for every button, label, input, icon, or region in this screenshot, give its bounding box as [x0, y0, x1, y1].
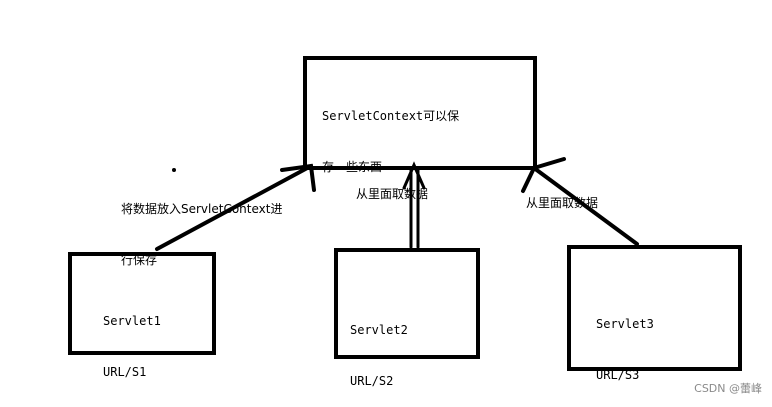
servlet1-label: Servlet1 URL/S1 [103, 279, 161, 398]
servlet1-url: URL/S1 [103, 365, 147, 379]
annotation-read-right: 从里面取数据 [526, 196, 599, 210]
servlet-context-box [303, 56, 537, 170]
arrow-read-right [521, 157, 639, 246]
annotation-store-line1: 将数据放入ServletContext进 [121, 202, 283, 216]
servlet3-label: Servlet3 URL/S3 [596, 282, 654, 401]
arrow-store [155, 163, 316, 251]
servlet-context-label-line2: 存一些东西 [322, 160, 383, 174]
servlet2-url: URL/S2 [350, 374, 394, 388]
servlet1-box [68, 252, 216, 355]
servlet3-name: Servlet3 [596, 317, 654, 331]
csdn-watermark: CSDN @蕾峰 [694, 382, 762, 395]
servlet2-label: Servlet2 URL/S2 [350, 288, 408, 407]
servlet3-box [567, 245, 742, 371]
servlet-context-label: ServletContext可以保 存一些东西 [322, 74, 459, 193]
arrow-read-middle [402, 161, 426, 249]
annotation-read-middle: 从里面取数据 [356, 187, 429, 201]
annotation-store-line2: 行保存 [121, 253, 158, 267]
servlet1-name: Servlet1 [103, 314, 161, 328]
stray-dot [172, 168, 176, 172]
servlet2-box [334, 248, 480, 359]
annotation-store: 将数据放入ServletContext进 行保存 [121, 167, 282, 286]
servlet2-name: Servlet2 [350, 323, 408, 337]
servlet-context-label-line1: ServletContext可以保 [322, 109, 460, 123]
servlet3-url: URL/S3 [596, 368, 640, 382]
